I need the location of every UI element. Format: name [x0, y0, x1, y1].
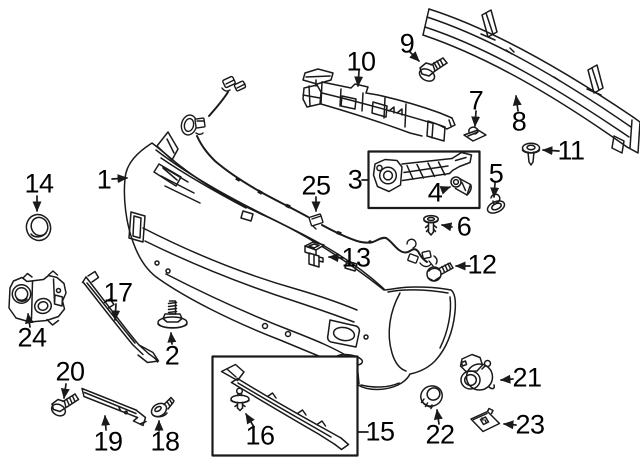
callout-label-4: 4	[427, 177, 443, 208]
callout-label-21: 21	[512, 362, 542, 393]
callout-label-23: 23	[515, 409, 545, 440]
part-3-side-bracket	[372, 151, 473, 193]
part-14-grommet-ring	[25, 213, 52, 242]
part-1-bumper-cover	[123, 131, 457, 391]
callout-label-10: 10	[346, 46, 376, 77]
part-21-parking-sensor	[459, 353, 495, 391]
callout-label-2: 2	[164, 340, 180, 371]
part-13-bracket	[304, 241, 325, 268]
part-17-molding-strip	[81, 270, 160, 364]
callout-label-8: 8	[511, 106, 527, 137]
part-24-fog-lamp	[8, 270, 67, 326]
part-6-push-pin	[423, 214, 439, 236]
part-16-push-pin	[230, 387, 250, 412]
part-18-screw	[150, 396, 175, 418]
callout-label-1: 1	[96, 164, 112, 195]
part-23-sensor-bracket	[470, 407, 501, 433]
callout-label-9: 9	[399, 28, 415, 59]
part-25-wire-harness	[180, 75, 438, 268]
callout-arrows	[24, 51, 560, 433]
part-10-impact-absorber	[302, 68, 456, 142]
part-15-lower-valance	[220, 363, 350, 451]
part-5-clip	[486, 193, 506, 214]
callout-label-20: 20	[55, 356, 85, 387]
part-22-sensor-bezel	[420, 385, 443, 410]
callout-label-18: 18	[150, 426, 180, 457]
callout-label-15: 15	[365, 416, 395, 447]
callout-label-14: 14	[24, 168, 54, 199]
part-2-bolt-with-washer	[157, 300, 188, 329]
callout-label-6: 6	[456, 211, 472, 242]
callout-label-3: 3	[347, 164, 363, 195]
part-12-bolt	[426, 262, 454, 282]
callout-label-5: 5	[488, 158, 504, 189]
callout-label-25: 25	[301, 170, 331, 201]
callout-label-13: 13	[341, 242, 371, 273]
boxed-group-15-16	[211, 355, 359, 457]
callout-label-17: 17	[103, 277, 133, 308]
callout-label-7: 7	[468, 85, 484, 116]
callout-label-12: 12	[467, 249, 497, 280]
callout-label-24: 24	[17, 322, 47, 353]
callout-label-22: 22	[425, 419, 455, 450]
callout-label-19: 19	[93, 426, 123, 457]
part-19-license-bracket	[81, 387, 147, 427]
part-4-clip-nut	[450, 176, 472, 196]
part-9-bolt	[418, 57, 448, 82]
callout-label-11: 11	[557, 135, 585, 166]
part-20-bolt	[50, 393, 80, 417]
part-11-screw	[521, 142, 541, 166]
part-7-clip	[463, 126, 487, 142]
callout-label-16: 16	[245, 420, 275, 451]
part-8-impact-bar	[422, 8, 640, 154]
boxed-group-3-4	[367, 150, 481, 210]
